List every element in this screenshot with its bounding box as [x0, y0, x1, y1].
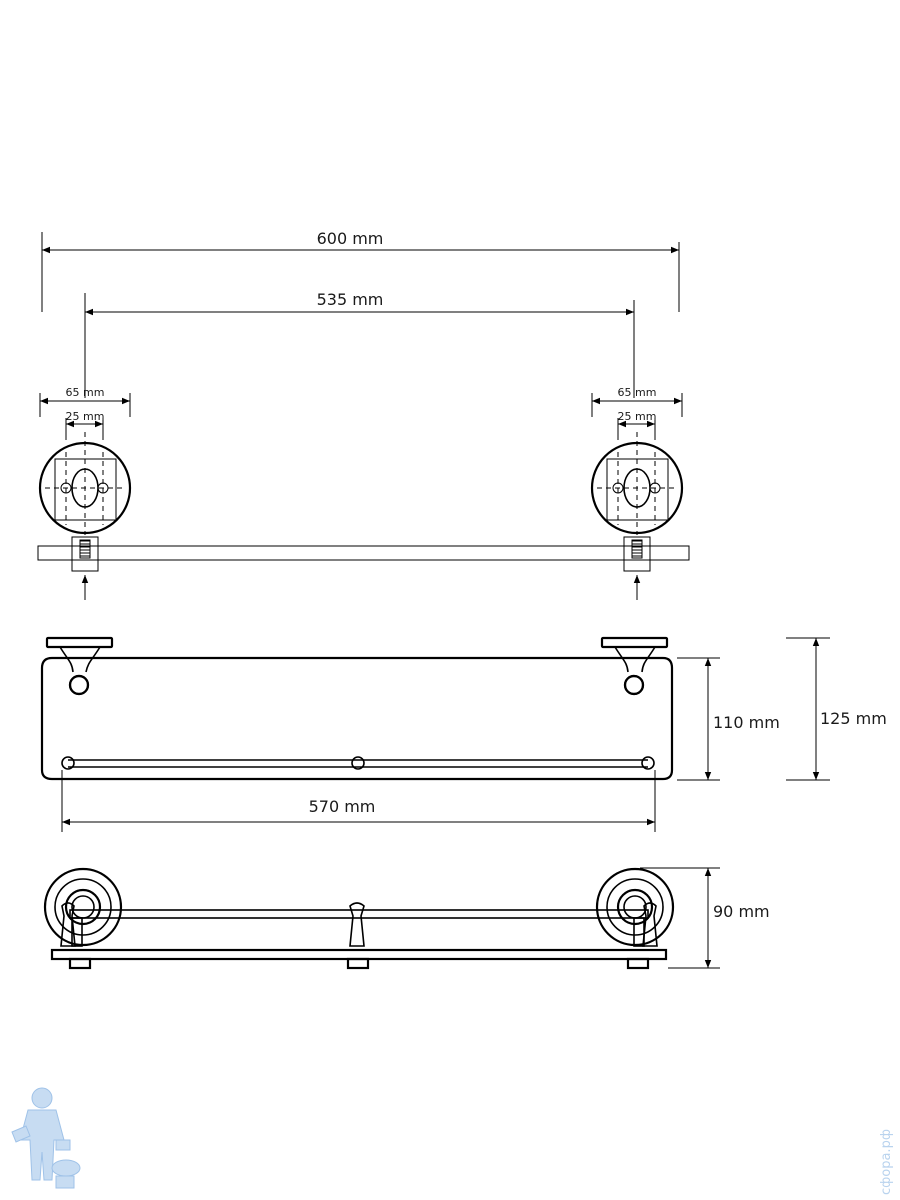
left-clip [68, 957, 92, 970]
left-mounting-plate [38, 432, 132, 535]
dim-535-label: 535 mm [317, 290, 384, 309]
left-clamp [71, 536, 99, 600]
plumber-mascot-icon [11, 1087, 81, 1189]
middle-clip [346, 957, 370, 970]
front-rail-side [60, 902, 658, 947]
dim-65-right-label: 65 mm [618, 386, 657, 399]
right-top-bracket [600, 636, 669, 696]
right-mounting-plate [590, 432, 684, 535]
dim-25-left-label: 25 mm [66, 410, 105, 423]
right-clip [626, 957, 650, 970]
front-view: 90 mm [43, 867, 770, 970]
dim-90-label: 90 mm [713, 902, 770, 921]
dim-125-label: 125 mm [820, 709, 887, 728]
glass-shelf-back [37, 545, 690, 561]
glass-shelf-front [50, 948, 668, 961]
mounting-view: 600 mm 535 mm 65 mm 25 mm 65 mm 25 mm [37, 229, 690, 600]
front-rail [61, 756, 655, 770]
dim-65-left-label: 65 mm [66, 386, 105, 399]
watermark-text: сфора.рф [879, 1129, 894, 1195]
top-view: 110 mm 125 mm 570 mm [40, 636, 887, 832]
dim-25-right-label: 25 mm [618, 410, 657, 423]
left-top-bracket [45, 636, 114, 696]
right-rosette [595, 867, 675, 947]
dim-570-label: 570 mm [309, 797, 376, 816]
right-clamp [623, 536, 651, 600]
glass-shelf-top [40, 656, 674, 781]
left-rosette [43, 867, 123, 947]
dim-600-label: 600 mm [317, 229, 384, 248]
dim-110-label: 110 mm [713, 713, 780, 732]
